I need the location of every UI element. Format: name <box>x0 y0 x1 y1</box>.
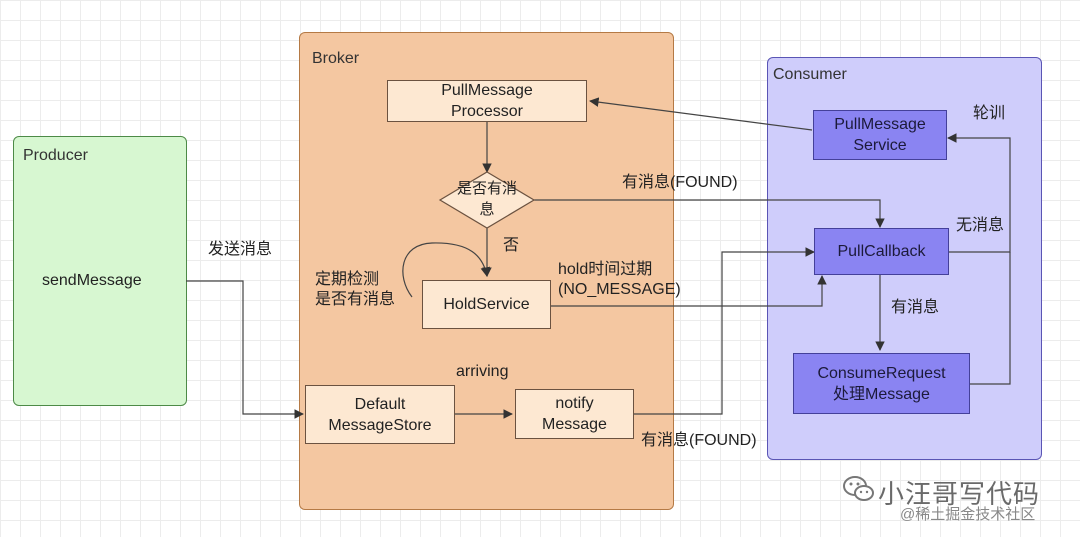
send-message-label: sendMessage <box>42 272 142 289</box>
decision-diamond <box>438 171 536 229</box>
arriving-label: arriving <box>456 363 509 380</box>
wechat-icon <box>843 476 874 501</box>
polling-label: 轮训 <box>973 105 1006 122</box>
hold-expired-label: hold时间过期 (NO_MESSAGE) <box>558 261 681 298</box>
consumer-title: Consumer <box>773 66 847 83</box>
no-message-label: 无消息 <box>956 217 1005 234</box>
watermark-title: 小汪哥写代码 <box>878 479 1041 509</box>
edge-hold-self-loop <box>402 242 491 298</box>
periodic-check-label: 定期检测 是否有消息 <box>315 271 396 308</box>
producer-group: Producer <box>13 136 187 406</box>
edge-callback-to-service <box>947 133 1011 253</box>
edge-decision-to-callback <box>534 199 885 228</box>
consume-request-node: ConsumeRequest 处理Message <box>793 353 970 414</box>
no-label: 否 <box>503 237 520 254</box>
found-top-label: 有消息(FOUND) <box>622 174 738 191</box>
broker-title: Broker <box>312 50 360 67</box>
pull-message-processor-node: PullMessage Processor <box>387 80 587 122</box>
decision-text: 是否有消 息 <box>456 180 517 218</box>
found-bottom-label: 有消息(FOUND) <box>641 432 757 449</box>
producer-title: Producer <box>23 147 88 164</box>
edge-hold-to-callback <box>551 275 827 307</box>
edge-notify-to-callback <box>634 247 815 415</box>
send-msg-label: 发送消息 <box>208 241 273 258</box>
watermark-sub: @稀土掘金技术社区 <box>900 506 1036 523</box>
pull-message-service-node: PullMessage Service <box>813 110 947 160</box>
hold-service-node: HoldService <box>422 280 551 329</box>
pull-callback-node: PullCallback <box>814 228 949 275</box>
default-message-store-node: Default MessageStore <box>305 385 455 444</box>
edge-service-to-processor <box>589 97 813 131</box>
edge-send-to-store <box>186 280 304 419</box>
notify-message-node: notify Message <box>515 389 634 439</box>
has-message-label: 有消息 <box>891 299 940 316</box>
edge-consume-to-loop <box>970 252 1011 385</box>
